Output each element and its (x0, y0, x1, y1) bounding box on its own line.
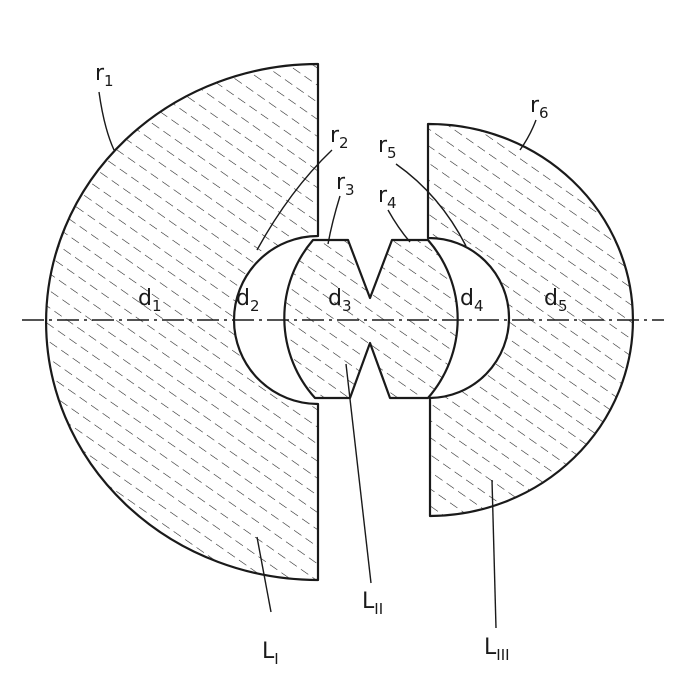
leader-r3 (327, 195, 341, 245)
label-d4: d4 (460, 286, 484, 315)
leader-r2 (256, 149, 333, 251)
label-d1: d1 (138, 286, 162, 315)
label-d5: d5 (544, 286, 568, 315)
label-l2: LII (362, 589, 383, 618)
label-r3: r3 (336, 170, 355, 199)
label-r2: r2 (330, 123, 349, 152)
leader-r4 (387, 209, 411, 243)
label-r6: r6 (530, 93, 549, 122)
leader-l2 (345, 363, 372, 584)
label-l3: LIII (484, 635, 510, 664)
lens-l1 (44, 62, 320, 582)
label-r5: r5 (378, 133, 397, 162)
lens-l2 (283, 238, 459, 400)
label-l1: LI (262, 639, 279, 668)
label-r4: r4 (378, 183, 397, 212)
label-d3: d3 (328, 286, 352, 315)
leader-l1 (256, 536, 272, 613)
leader-r1 (98, 91, 115, 151)
label-d2: d2 (236, 286, 260, 315)
leader-r5 (395, 163, 467, 247)
leader-r6 (519, 119, 537, 151)
leader-l3 (491, 479, 497, 629)
label-r1: r1 (95, 61, 114, 90)
